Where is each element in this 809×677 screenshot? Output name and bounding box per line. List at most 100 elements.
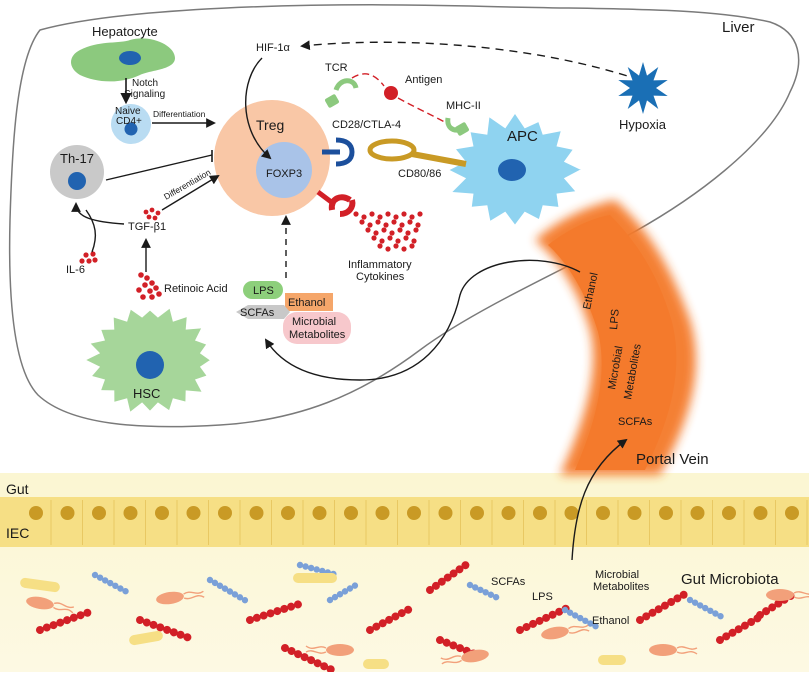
tgfb1-dots bbox=[143, 207, 161, 221]
molecule-dot bbox=[409, 214, 415, 220]
bacteria-flagellate bbox=[541, 624, 590, 640]
molecule-dot bbox=[407, 219, 413, 225]
molecule-dot bbox=[373, 230, 379, 236]
molecule-dot bbox=[409, 243, 415, 249]
ethanol-box bbox=[285, 293, 333, 311]
hepatocyte-cell bbox=[71, 38, 175, 82]
molecule-dot bbox=[359, 219, 365, 225]
bacteria-flagellate bbox=[305, 644, 354, 656]
inflammatory-label-1: Inflammatory bbox=[348, 259, 412, 271]
molecule-dot bbox=[399, 222, 405, 228]
bacteria-chain bbox=[466, 581, 500, 601]
gut-scfas-label: SCFAs bbox=[491, 576, 526, 588]
iec-label: IEC bbox=[6, 525, 29, 541]
molecule-dot bbox=[144, 275, 150, 281]
bacteria-chain bbox=[246, 600, 302, 624]
molecule-dot bbox=[377, 243, 383, 249]
gut-microbiota-label: Gut Microbiota bbox=[681, 571, 779, 588]
iec-nucleus bbox=[312, 506, 327, 520]
iec-nucleus bbox=[438, 506, 453, 520]
naive-cd4-cell bbox=[111, 104, 151, 144]
bacteria-chain bbox=[136, 616, 192, 642]
inflammatory-label-2: Cytokines bbox=[356, 271, 405, 283]
molecule-dot bbox=[385, 211, 391, 217]
molecule-dot bbox=[389, 230, 395, 236]
iec-nucleus bbox=[29, 506, 43, 520]
tgf-to-th17-arrow bbox=[71, 202, 125, 225]
cd4-label: CD4+ bbox=[116, 116, 142, 127]
hsc-label: HSC bbox=[133, 386, 160, 401]
tgfb1-label: TGF-β1 bbox=[128, 221, 166, 233]
antigen-icon bbox=[384, 86, 398, 100]
molecule-dot bbox=[90, 251, 96, 257]
lps-pill bbox=[243, 281, 283, 299]
mhc2-label: MHC-II bbox=[446, 100, 481, 112]
molecule-dot bbox=[395, 238, 401, 244]
molecule-dot bbox=[393, 243, 399, 249]
bacteria-rod bbox=[293, 573, 337, 583]
molecule-dot bbox=[375, 219, 381, 225]
molecule-dot bbox=[156, 291, 162, 297]
apc-nucleus bbox=[498, 159, 526, 181]
gut-microbiota-bacteria bbox=[20, 561, 809, 674]
molecule-dot bbox=[147, 288, 153, 294]
molecule-dot bbox=[369, 211, 375, 217]
differentiation-label-cd4: Differentiation bbox=[153, 109, 206, 119]
molecule-dot bbox=[387, 235, 393, 241]
bacteria-rod bbox=[363, 659, 389, 669]
molecule-dot bbox=[143, 209, 149, 215]
iec-nucleus bbox=[344, 506, 358, 520]
iec-nucleus bbox=[407, 506, 421, 520]
cd80-86-label: CD80/86 bbox=[398, 168, 441, 180]
iec-nucleus bbox=[722, 506, 736, 520]
bacteria-rod bbox=[598, 655, 626, 665]
molecule-dot bbox=[140, 294, 146, 300]
molecule-dot bbox=[393, 214, 399, 220]
hypoxia-icon bbox=[618, 62, 668, 114]
molecule-dot bbox=[79, 258, 85, 264]
iec-nucleus bbox=[470, 506, 484, 520]
microbial-label-1: Microbial bbox=[292, 316, 336, 328]
iec-nucleus bbox=[186, 506, 201, 520]
molecule-dot bbox=[367, 222, 373, 228]
molecule-dot bbox=[397, 227, 403, 233]
molecule-dot bbox=[92, 257, 98, 263]
hypoxia-to-hif-arrow bbox=[300, 40, 641, 81]
molecule-dot bbox=[405, 230, 411, 236]
gut-microbial-label-2: Metabolites bbox=[593, 581, 650, 593]
iec-nucleus bbox=[218, 506, 232, 520]
bacteria-flagellate bbox=[156, 590, 205, 605]
molecule-dot bbox=[415, 222, 421, 228]
molecule-dot bbox=[146, 214, 152, 220]
inflammatory-cytokine-dots bbox=[353, 211, 423, 252]
gut-ethanol-label: Ethanol bbox=[592, 615, 629, 627]
gut-label: Gut bbox=[6, 481, 29, 497]
iec-cells bbox=[29, 500, 808, 545]
bacteria-chain bbox=[281, 644, 335, 674]
molecule-dot bbox=[142, 282, 148, 288]
molecule-dot bbox=[379, 238, 385, 244]
vein-lps-label: LPS bbox=[608, 308, 622, 330]
iec-nucleus bbox=[281, 506, 295, 520]
hypoxia-label: Hypoxia bbox=[619, 117, 667, 132]
molecule-dot bbox=[86, 258, 92, 264]
molecule-dot bbox=[138, 272, 144, 278]
molecule-dot bbox=[401, 211, 407, 217]
molecule-dot bbox=[377, 214, 383, 220]
scfas-chip bbox=[236, 305, 290, 319]
antigen-mhc-link bbox=[397, 97, 451, 126]
bacteria-chain bbox=[686, 596, 724, 620]
th17-inhibit-line bbox=[105, 154, 213, 181]
molecule-dot bbox=[353, 211, 359, 217]
tgf-to-treg-arrow bbox=[161, 174, 220, 211]
lps-label: LPS bbox=[253, 285, 274, 297]
liver-label: Liver bbox=[722, 19, 755, 36]
molecule-dot bbox=[149, 294, 155, 300]
iec-nucleus bbox=[690, 506, 705, 520]
hif1a-label: HIF-1α bbox=[256, 42, 291, 54]
il6-to-th17-arrow bbox=[85, 209, 97, 253]
bacteria-flagellate bbox=[26, 596, 75, 614]
iec-nucleus bbox=[249, 506, 264, 520]
foxp3-label: FOXP3 bbox=[266, 168, 302, 180]
molecule-dot bbox=[361, 214, 367, 220]
